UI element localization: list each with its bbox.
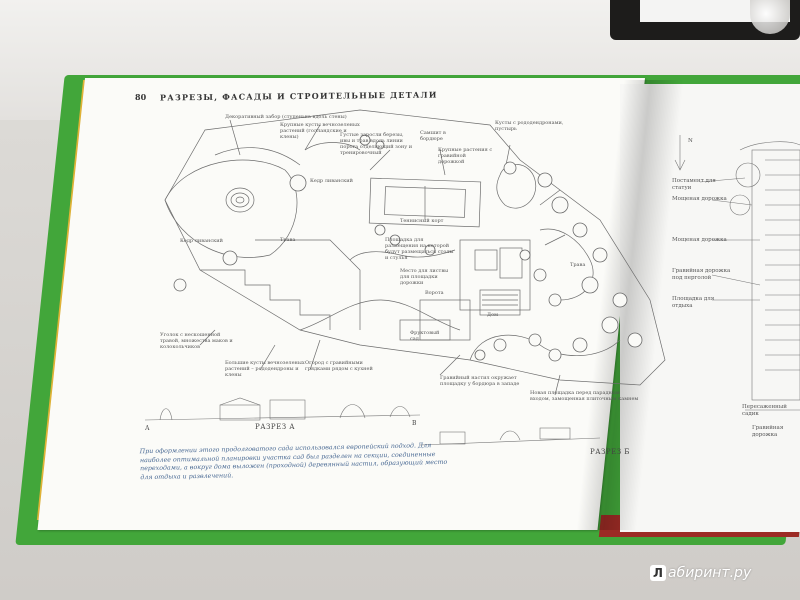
plan-label: Большие кусты вечнозеленых растений – ро…: [225, 360, 305, 378]
plan-label: Дом: [487, 312, 498, 318]
right-page-label: Гравийная дорожка: [752, 425, 784, 438]
plan-label: Фруктовый сад: [410, 330, 440, 342]
plan-label: Уголок с нескошенной травой, множества м…: [160, 332, 233, 350]
section-letter-a: А: [145, 425, 150, 432]
right-page-label: Постамент для статуи: [672, 178, 716, 191]
north-label: N: [688, 138, 693, 144]
right-page: [620, 84, 800, 532]
plan-label: Кедр ливанский: [310, 178, 353, 184]
right-page-label: Гравийная дорожка под перголой: [672, 268, 731, 281]
plan-label: Крупные растения с гравийной дорожкой: [438, 147, 493, 165]
plan-label: Кусты с рододендронами, пустырь: [495, 120, 564, 132]
plan-label: Место для листвы для площадки дорожки: [400, 268, 449, 286]
right-page-label: Мощеная дорожка: [672, 237, 727, 243]
right-page-label: Площадка для отдыха: [672, 296, 715, 309]
plan-label: Густые заросли березы, ивы и трав вдоль …: [340, 132, 413, 156]
section-b-label: РАЗРЕЗ Б: [590, 448, 630, 456]
section-letter-b: В: [412, 420, 417, 427]
glass-object: [750, 0, 790, 34]
watermark-text: абиринт.ру: [668, 565, 752, 581]
plan-label: Гравийный настил окружает площадку у бор…: [440, 375, 520, 387]
right-page-label: Мощеная дорожка: [672, 196, 727, 202]
plan-label: Новая площадка перед парадным входом, за…: [530, 390, 639, 402]
plan-label: Декоративный забор (ступенька вдоль стен…: [225, 114, 347, 120]
figure-caption: При оформлении этого продолговатого сада…: [139, 442, 448, 481]
plan-label: Трава: [570, 262, 586, 268]
plan-label: Огород с гравийными грядками рядом с кух…: [305, 360, 373, 372]
plan-label: Крупные кусты вечнозеленых растений (гол…: [280, 122, 360, 140]
plan-label: Кедр ливанский: [180, 238, 223, 244]
right-page-label: Пересаженный садик: [742, 404, 787, 417]
watermark-logo-icon: Л: [650, 565, 666, 581]
section-a-label: РАЗРЕЗ А: [255, 423, 296, 431]
page-number: 80: [135, 92, 147, 102]
plan-label: Площадка для размещения на которой будут…: [385, 237, 454, 261]
plan-label: Трава: [280, 237, 296, 243]
watermark: Л абиринт.ру: [650, 565, 751, 581]
plan-label: Самшит в бордюре: [420, 130, 446, 142]
plan-label: Теннисный корт: [400, 218, 444, 224]
plan-label: Ворота: [425, 290, 444, 296]
